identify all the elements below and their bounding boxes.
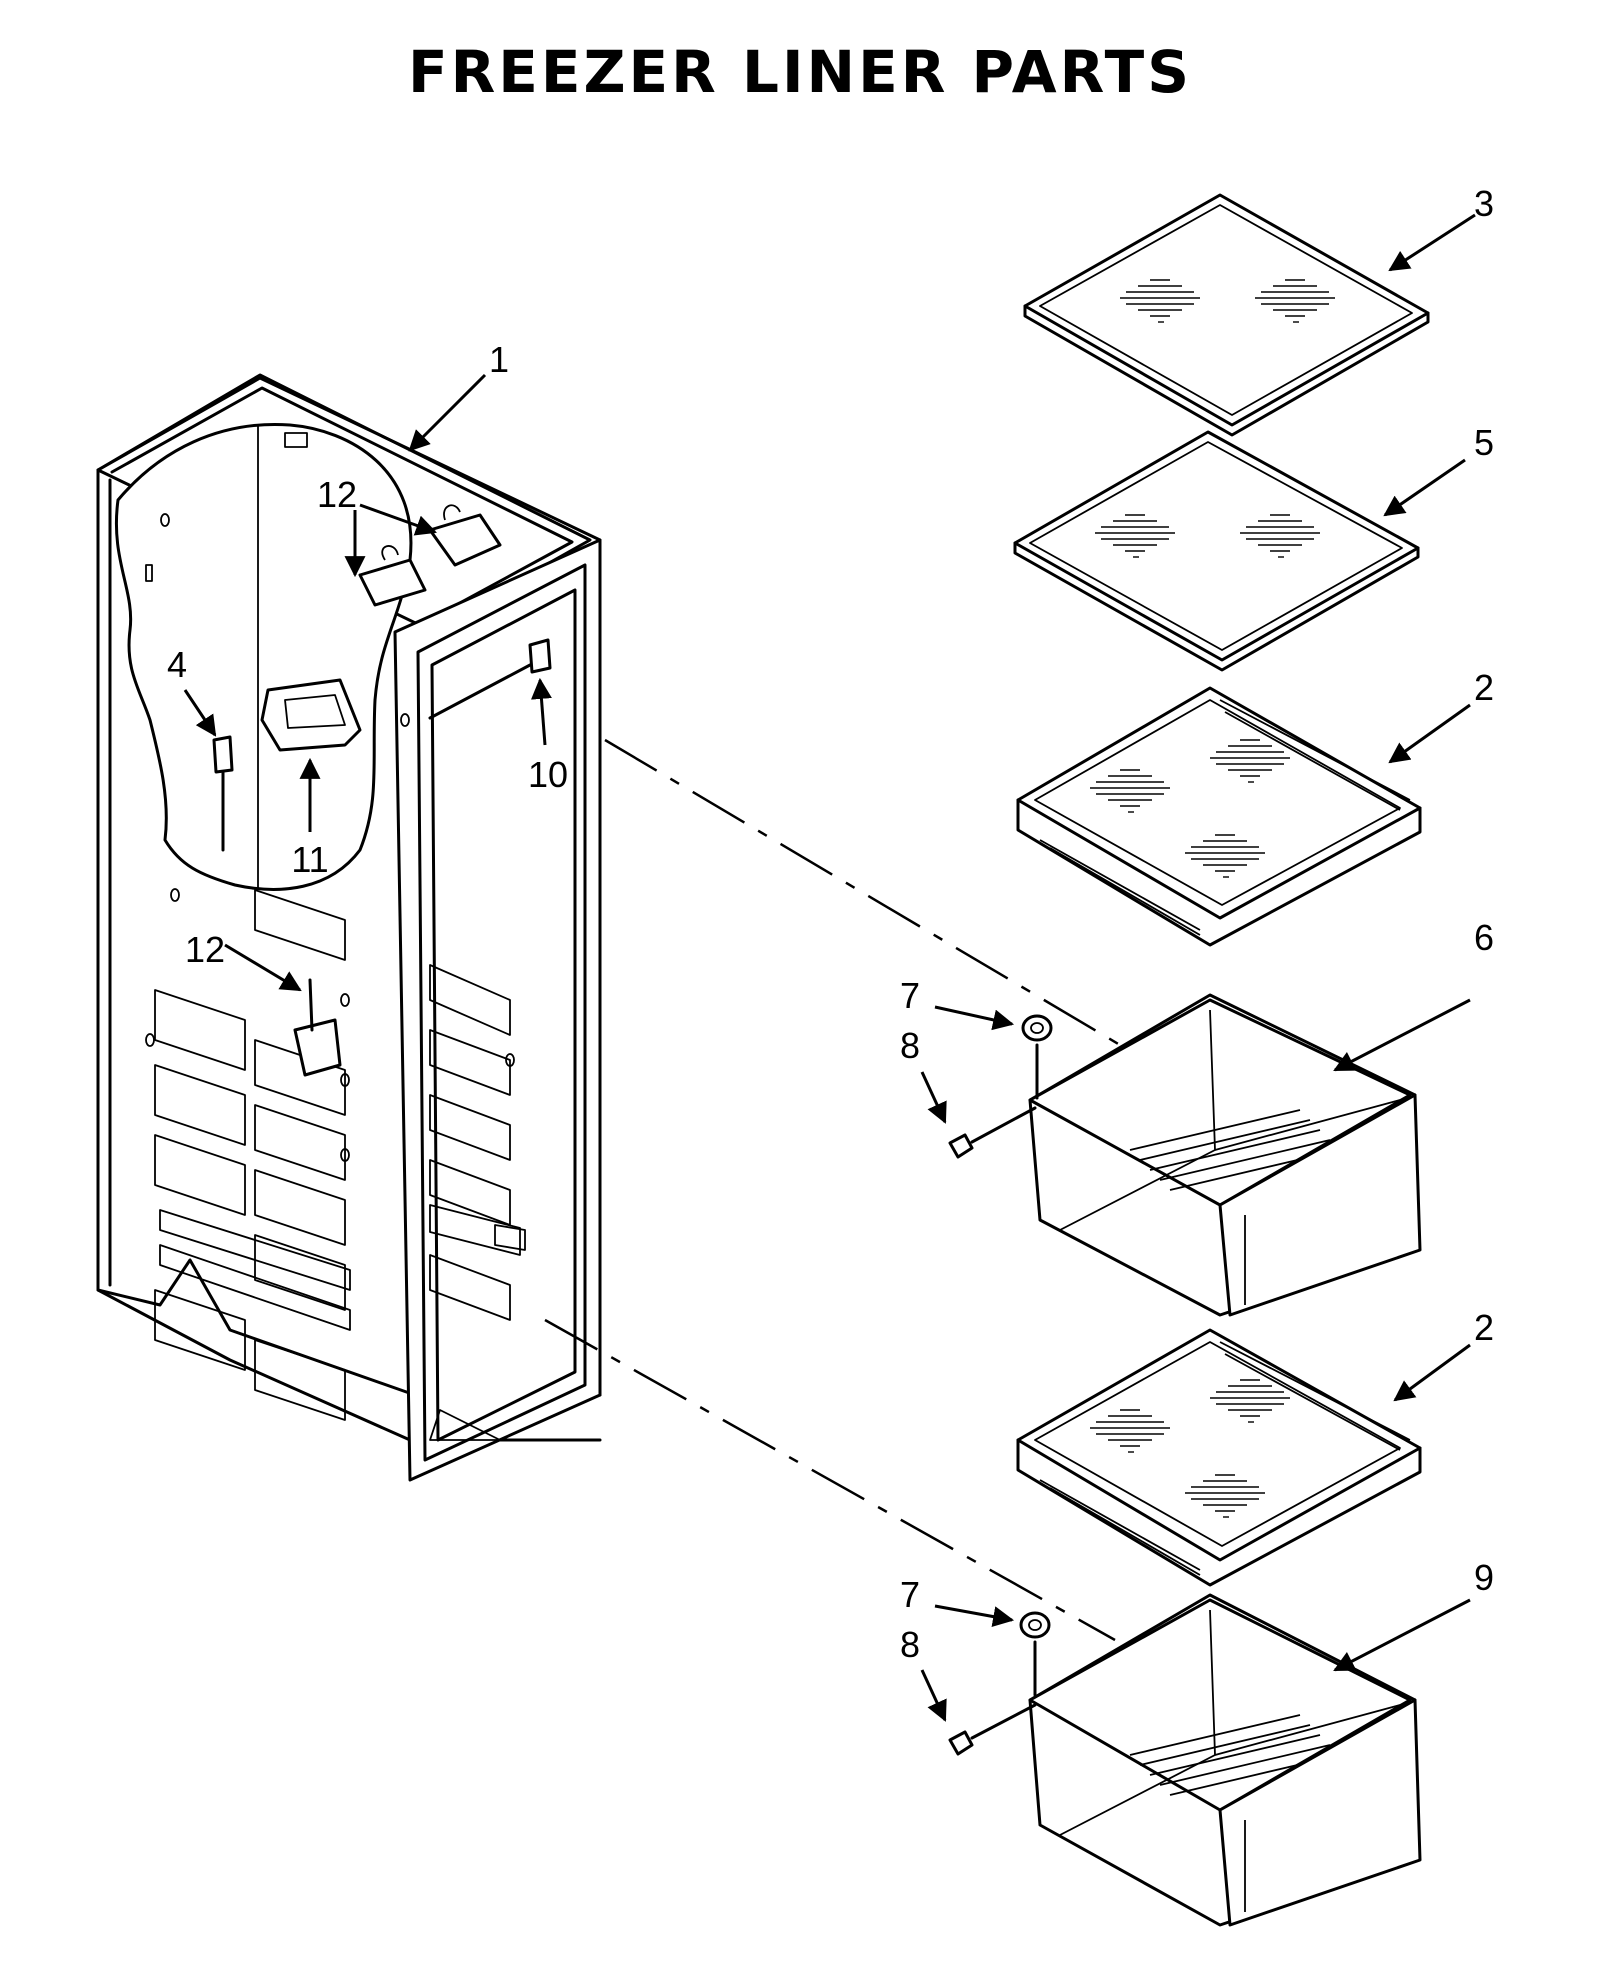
roller-7-upper xyxy=(1021,1014,1053,1100)
callout-8-upper: 8 xyxy=(900,1025,920,1066)
callout-9: 9 xyxy=(1474,1557,1494,1598)
callout-2-lower: 2 xyxy=(1474,1307,1494,1348)
callout-8-lower: 8 xyxy=(900,1624,920,1665)
light-housing-part xyxy=(260,678,362,752)
callout-10: 10 xyxy=(528,754,568,795)
switch-part xyxy=(428,638,552,720)
roller-7-lower xyxy=(1019,1611,1051,1697)
drawer-9 xyxy=(1028,1593,1422,1927)
callout-2-upper: 2 xyxy=(1474,667,1494,708)
framed-shelf-2-lower xyxy=(1016,1328,1422,1587)
callout-1: 1 xyxy=(489,339,509,380)
framed-shelf-2-upper xyxy=(1016,686,1422,947)
freezer-liner xyxy=(96,373,602,1482)
sensor-probe-part xyxy=(212,735,234,852)
callout-4: 4 xyxy=(167,644,187,685)
callout-12-upper: 12 xyxy=(317,474,357,515)
glass-shelf-5 xyxy=(1013,430,1420,672)
callout-3: 3 xyxy=(1474,183,1494,224)
callout-12-lower: 12 xyxy=(185,929,225,970)
callout-arrows xyxy=(183,213,1476,1722)
screw-8-upper xyxy=(948,1106,1037,1159)
wire-harness-upper xyxy=(358,504,502,607)
callout-7-lower: 7 xyxy=(900,1574,920,1615)
alignment-line-lower xyxy=(544,1318,1116,1642)
screw-8-lower xyxy=(948,1703,1037,1756)
callout-7-upper: 7 xyxy=(900,975,920,1016)
callout-labels: 1 2 2 3 4 5 6 7 7 8 8 9 10 11 12 12 xyxy=(167,183,1494,1665)
callout-6: 6 xyxy=(1474,917,1494,958)
callout-5: 5 xyxy=(1474,422,1494,463)
diagram-title: FREEZER LINER PARTS xyxy=(407,38,1193,106)
wire-harness-lower xyxy=(293,978,342,1077)
drawer-6 xyxy=(1028,993,1422,1317)
glass-shelf-3 xyxy=(1023,193,1430,437)
callout-11: 11 xyxy=(291,839,328,880)
